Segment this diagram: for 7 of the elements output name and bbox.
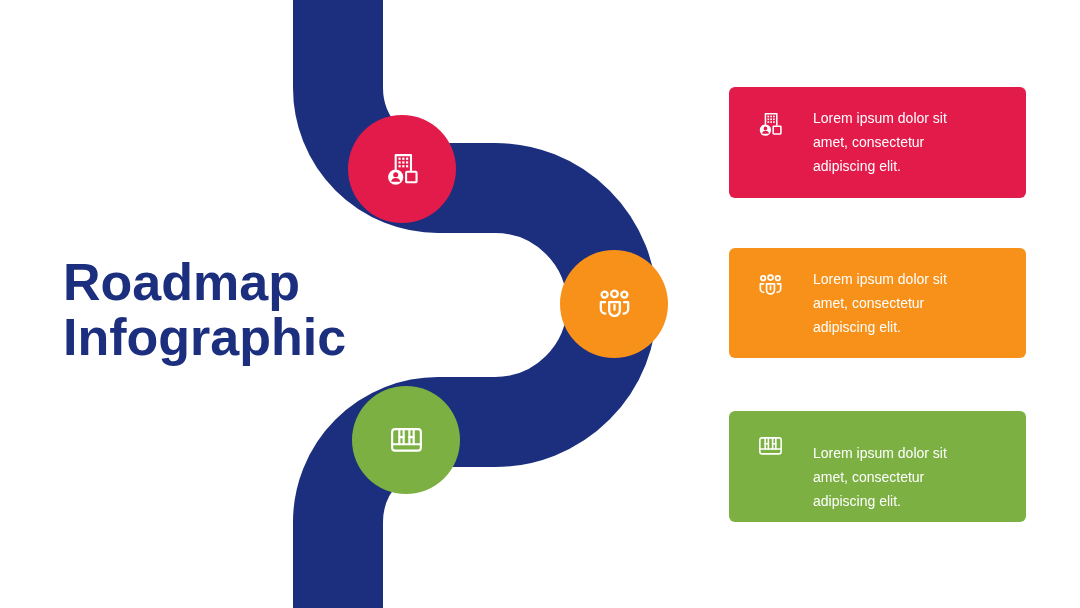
title: Roadmap Infographic — [63, 255, 348, 365]
card-text: Lorem ipsum dolor sit amet, consectetur adipiscing elit. — [813, 109, 948, 176]
roadmap-card — [729, 248, 1026, 358]
card-text: Lorem ipsum dolor sit amet, consectetur adipiscing elit. — [813, 444, 948, 511]
card-text: Lorem ipsum dolor sit amet, consectetur adipiscing elit. — [813, 270, 948, 337]
roadmap-card — [729, 411, 1026, 522]
roadmap-card — [729, 87, 1026, 198]
